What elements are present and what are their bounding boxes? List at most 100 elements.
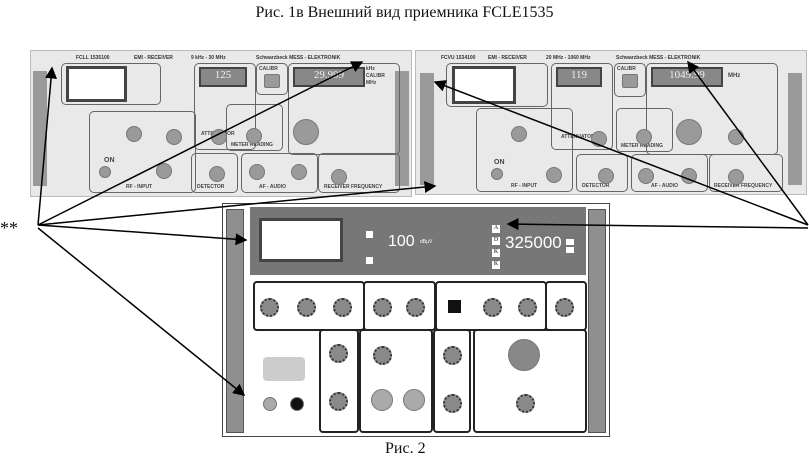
knob[interactable] [373, 298, 392, 317]
audio-knob[interactable] [638, 168, 654, 184]
side-key[interactable]: K [492, 261, 500, 269]
tuning-knob[interactable] [293, 119, 319, 145]
range: 9 kHz - 30 MHz [191, 55, 226, 61]
rack-rail [788, 73, 802, 185]
volume-knob[interactable] [291, 164, 307, 180]
knob[interactable] [443, 346, 462, 365]
knob[interactable] [516, 394, 535, 413]
attenuator-group [194, 63, 256, 150]
screen-placeholder [263, 357, 305, 381]
analog-meter [66, 66, 127, 102]
detector-group [576, 154, 628, 192]
rf-input-group [89, 111, 196, 193]
knob[interactable] [166, 129, 182, 145]
unit-mhz: MHz [728, 73, 741, 79]
rf-knob[interactable] [126, 126, 142, 142]
calibr-group [614, 63, 646, 97]
analog-meter [259, 218, 343, 262]
model: FCLL 1535100 [76, 55, 110, 61]
side-key[interactable]: D [492, 237, 500, 245]
power-button[interactable] [290, 397, 304, 411]
section-af-audio: AF - AUDIO [259, 184, 287, 190]
unit-key[interactable] [566, 247, 574, 253]
knob[interactable] [518, 298, 537, 317]
control-group [359, 329, 433, 433]
receiver-frequency-group [709, 154, 783, 192]
tuning-knob[interactable] [508, 339, 540, 371]
section-af-audio: AF - AUDIO [651, 183, 679, 189]
frequency-group [288, 63, 400, 155]
model: FCVU 1534100 [441, 55, 476, 61]
knob[interactable] [373, 346, 392, 365]
section-rf-input: RF - INPUT [126, 184, 153, 190]
brand: Schwarzbeck MESS - ELEKTRONIK [256, 55, 341, 61]
frequency-knob[interactable] [331, 169, 347, 185]
meter-knob[interactable] [246, 128, 262, 144]
rf-input-connector[interactable] [546, 167, 562, 183]
connector[interactable] [371, 389, 393, 411]
type: EMI - RECEIVER [488, 55, 527, 61]
receiver-panel-left: FCLL 1535100 EMI - RECEIVER 9 kHz - 30 M… [30, 50, 412, 197]
rf-input-group [476, 108, 573, 192]
on-label: ON [104, 157, 115, 164]
knob[interactable] [555, 298, 574, 317]
knob[interactable] [483, 298, 502, 317]
receiver-frequency-group [318, 153, 400, 193]
calibr-button[interactable] [622, 74, 638, 88]
connector[interactable] [403, 389, 425, 411]
rack-rail [420, 73, 434, 185]
section-rf-input: RF - INPUT [511, 183, 538, 189]
power-button[interactable] [491, 168, 503, 180]
knob[interactable] [329, 392, 348, 411]
key[interactable] [366, 257, 373, 264]
meter-reading-group [226, 104, 283, 151]
frequency-display: 29.999 [293, 67, 365, 87]
rf-knob[interactable] [511, 126, 527, 142]
knob[interactable] [443, 394, 462, 413]
audio-knob[interactable] [249, 164, 265, 180]
calibr-button[interactable] [264, 74, 280, 88]
section-receiver-frequency: RECEIVER FREQUENCY [714, 183, 773, 189]
analog-meter [452, 66, 516, 104]
section-detector: DETECTOR [197, 184, 225, 190]
af-audio-group [631, 154, 708, 192]
knob[interactable] [333, 298, 352, 317]
figure2-caption: Рис. 2 [385, 440, 426, 457]
rack-rail [588, 209, 606, 433]
receiver-panel-soft: 100 dBµV A D K K 325000 [222, 203, 610, 437]
attenuator-display: 125 [199, 67, 247, 87]
knob[interactable] [297, 298, 316, 317]
level-value: 100 [388, 233, 415, 250]
on-label: ON [494, 159, 505, 166]
rack-rail [226, 209, 244, 433]
power-button[interactable] [99, 166, 111, 178]
tuning-knob[interactable] [676, 119, 702, 145]
knob[interactable] [329, 344, 348, 363]
attenuator-group [551, 63, 613, 150]
section-detector: DETECTOR [582, 183, 610, 189]
rf-input-connector[interactable] [156, 163, 172, 179]
side-key[interactable]: K [492, 249, 500, 257]
knob[interactable] [406, 298, 425, 317]
frequency-display: 1049.99 [651, 67, 723, 87]
section-meter-reading: METER READING [621, 143, 663, 149]
detector-group [191, 153, 238, 193]
stop-button[interactable] [448, 300, 461, 313]
meter-knob[interactable] [636, 129, 652, 145]
detector-knob[interactable] [209, 166, 225, 182]
key[interactable] [366, 231, 373, 238]
side-key[interactable]: A [492, 225, 500, 233]
unit-key[interactable] [566, 239, 574, 245]
af-audio-group [241, 153, 318, 193]
input-connector[interactable] [263, 397, 277, 411]
detector-knob[interactable] [598, 168, 614, 184]
knob[interactable] [260, 298, 279, 317]
attenuator-display: 119 [556, 67, 602, 87]
calibr-label: CALIBR [259, 66, 278, 72]
meter-reading-group [616, 108, 673, 152]
figure-title: Рис. 1в Внешний вид приемника FCLE1535 [255, 4, 554, 21]
range: 20 MHz - 1060 MHz [546, 55, 591, 61]
calibr-label: CALIBR [617, 66, 636, 72]
frequency-knob[interactable] [728, 169, 744, 185]
